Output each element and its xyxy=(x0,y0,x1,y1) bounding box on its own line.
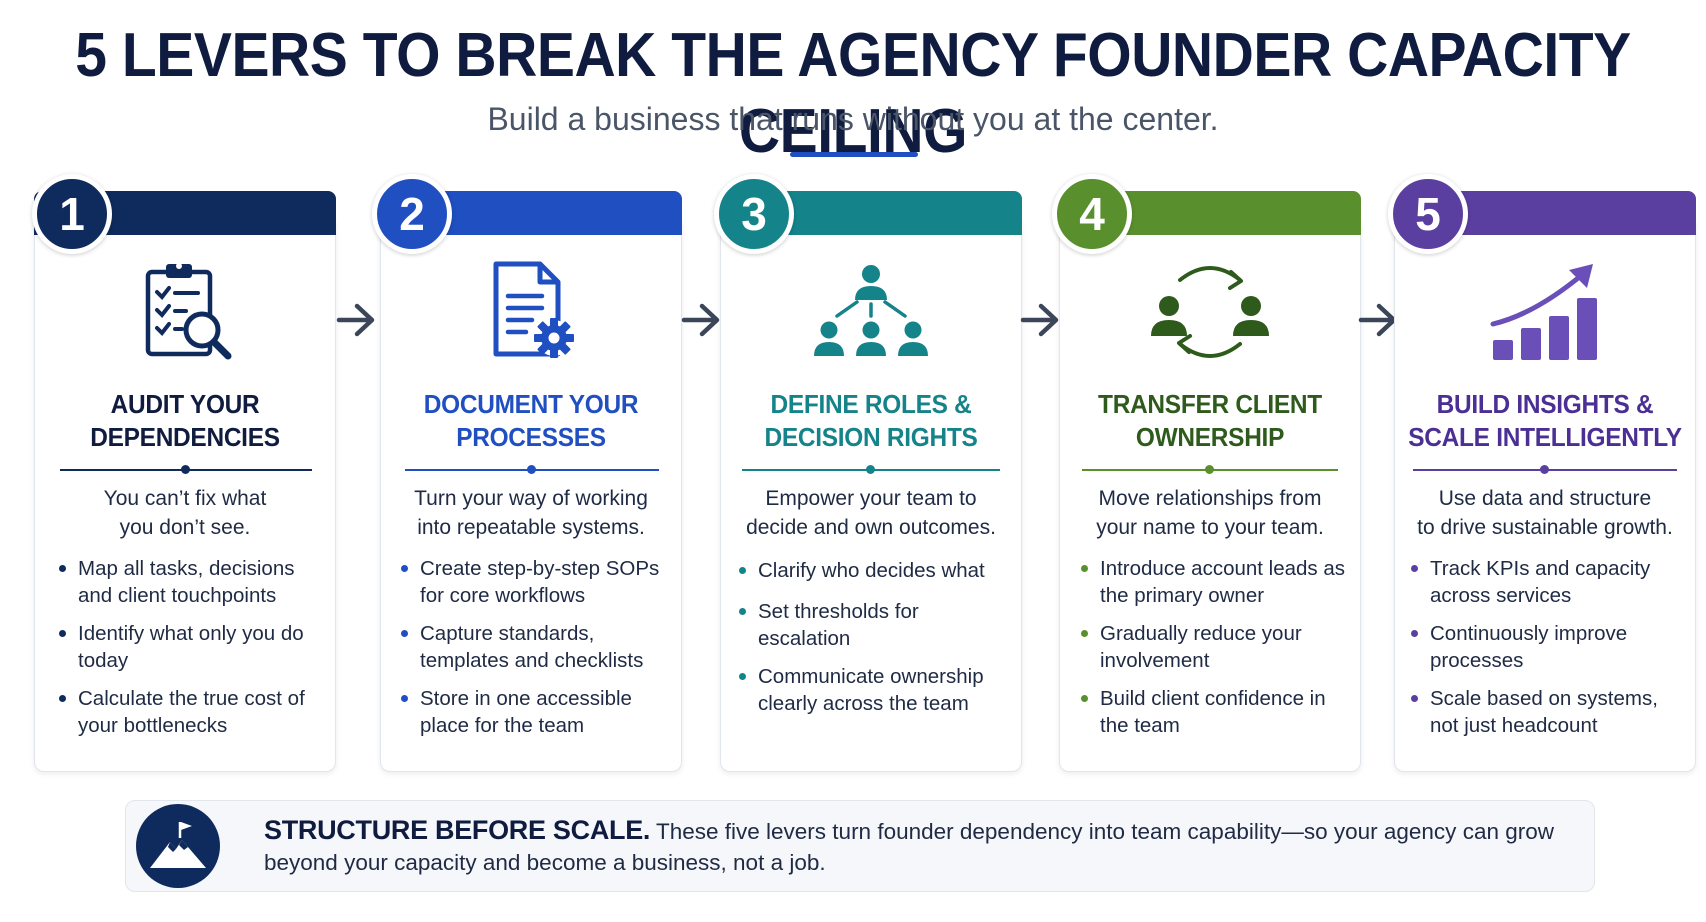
lever-divider-dot-2 xyxy=(527,465,536,474)
lever-intro-5: Use data and structure to drive sustaina… xyxy=(1417,487,1673,539)
footer-badge xyxy=(136,804,220,888)
list-item: Introduce account leads as the primary o… xyxy=(1080,555,1350,609)
title-underline xyxy=(790,152,918,157)
lever-icon-1 xyxy=(34,258,336,368)
lever-number-badge-1: 1 xyxy=(32,174,112,254)
page-title: 5 LEVERS TO BREAK THE AGENCY FOUNDER CAP… xyxy=(75,21,1631,166)
lever-icon-3 xyxy=(720,258,1022,368)
lever-number-badge-2: 2 xyxy=(372,174,452,254)
mountain-flag-icon xyxy=(150,822,206,868)
lever-bullets-4: Introduce account leads as the primary o… xyxy=(1080,555,1350,750)
lever-title-5: BUILD INSIGHTS & SCALE INTELLIGENTLY xyxy=(1408,389,1682,452)
lever-intro-1: You can’t fix what you don’t see. xyxy=(103,487,267,539)
growth-chart-icon xyxy=(1490,264,1597,360)
org-chart-icon xyxy=(814,265,928,356)
lever-divider-dot-5 xyxy=(1540,465,1549,474)
lever-divider-dot-3 xyxy=(866,465,875,474)
lever-card-4 xyxy=(1059,216,1361,772)
footer-lead: STRUCTURE BEFORE SCALE. xyxy=(264,815,651,845)
arrow-right-icon xyxy=(1020,303,1059,337)
lever-bullets-1: Map all tasks, decisions and client touc… xyxy=(58,555,328,750)
people-exchange-icon xyxy=(1151,266,1269,358)
arrow-right-icon xyxy=(681,303,720,337)
lever-divider-dot-1 xyxy=(181,465,190,474)
lever-title-4: TRANSFER CLIENT OWNERSHIP xyxy=(1098,389,1322,452)
document-gear-icon xyxy=(493,261,574,358)
list-item: Continuously improve processes xyxy=(1410,620,1680,674)
list-item: Clarify who decides what xyxy=(738,557,1008,584)
lever-intro-2: Turn your way of working into repeatable… xyxy=(414,487,648,539)
lever-bullets-5: Track KPIs and capacity across services … xyxy=(1410,555,1680,750)
clipboard-checklist-magnifier-icon xyxy=(145,263,232,360)
list-item: Scale based on systems, not just headcou… xyxy=(1410,685,1680,739)
page-subtitle: Build a business that runs without you a… xyxy=(487,101,1219,137)
lever-card-5 xyxy=(1394,216,1696,772)
footer-message: STRUCTURE BEFORE SCALE. These five lever… xyxy=(264,815,1564,878)
lever-intro-3: Empower your team to decide and own outc… xyxy=(746,487,996,539)
lever-card-1 xyxy=(34,216,336,772)
lever-title-2: DOCUMENT YOUR PROCESSES xyxy=(423,389,639,452)
footer-callout: STRUCTURE BEFORE SCALE. These five lever… xyxy=(125,800,1595,892)
lever-icon-5 xyxy=(1394,258,1696,368)
list-item: Map all tasks, decisions and client touc… xyxy=(58,555,328,609)
lever-icon-4 xyxy=(1059,258,1361,368)
lever-intro-4: Move relationships from your name to you… xyxy=(1096,487,1324,539)
lever-divider-dot-4 xyxy=(1205,465,1214,474)
lever-icon-2 xyxy=(380,258,682,368)
list-item: Communicate ownership clearly across the… xyxy=(738,663,1008,717)
list-item: Track KPIs and capacity across services xyxy=(1410,555,1680,609)
lever-number-badge-4: 4 xyxy=(1052,174,1132,254)
lever-number-badge-5: 5 xyxy=(1388,174,1468,254)
lever-title-3: DEFINE ROLES & DECISION RIGHTS xyxy=(764,389,978,452)
footer-body: These five levers turn founder dependenc… xyxy=(264,819,1554,875)
lever-number-badge-3: 3 xyxy=(714,174,794,254)
list-item: Create step-by-step SOPs for core workfl… xyxy=(400,555,670,609)
arrow-right-icon xyxy=(336,303,375,337)
list-item: Capture standards, templates and checkli… xyxy=(400,620,670,674)
list-item: Calculate the true cost of your bottlene… xyxy=(58,685,328,739)
list-item: Gradually reduce your involvement xyxy=(1080,620,1350,674)
lever-bullets-3: Clarify who decides what Set thresholds … xyxy=(738,557,1008,728)
list-item: Identify what only you do today xyxy=(58,620,328,674)
list-item: Build client confidence in the team xyxy=(1080,685,1350,739)
list-item: Store in one accessible place for the te… xyxy=(400,685,670,739)
lever-title-1: AUDIT YOUR DEPENDENCIES xyxy=(90,389,280,452)
list-item: Set thresholds for escalation xyxy=(738,598,1008,652)
lever-bullets-2: Create step-by-step SOPs for core workfl… xyxy=(400,555,670,750)
